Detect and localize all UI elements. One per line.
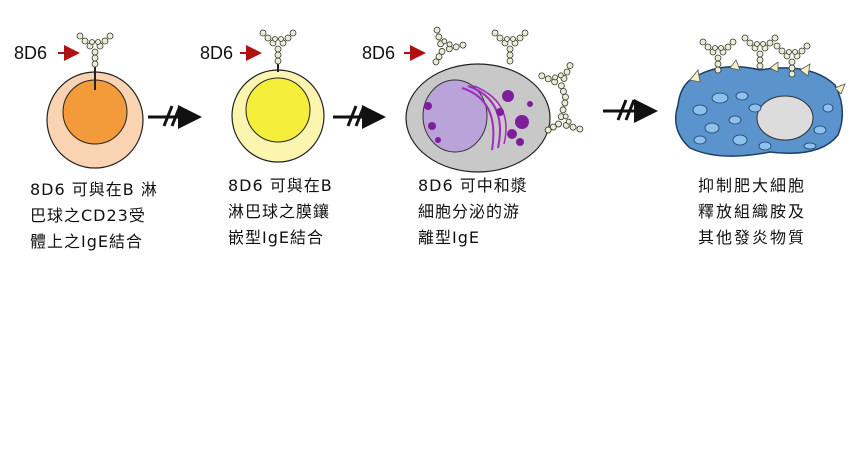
text-line: 淋巴球之膜鑲 [228, 202, 331, 221]
stage-2-description: 8D6 可與在B 淋巴球之膜鑲 嵌型IgE結合 [228, 173, 333, 251]
antibody-icon [741, 34, 779, 70]
text-line: 離型IgE [418, 228, 480, 247]
blocked-arrow-2 [333, 105, 386, 129]
antibody-icon [259, 29, 297, 65]
antibody-icon [76, 32, 114, 68]
text-line: 8D6 可中和漿 [418, 176, 528, 195]
text-line: 細胞分泌的游 [418, 202, 521, 221]
text-line: 抑制肥大細胞 [698, 176, 807, 195]
stage-1-description: 8D6 可與在B 淋 巴球之CD23受 體上之IgE結合 [30, 177, 158, 255]
antibody-label-2: 8D6 [200, 43, 234, 63]
text-line: 其他發炎物質 [698, 228, 807, 247]
b-cell-membrane-ige [231, 29, 325, 163]
text-line: 釋放組織胺及 [698, 202, 807, 221]
stage-4-description: 抑制肥大細胞 釋放組織胺及 其他發炎物質 [698, 173, 806, 251]
blocked-arrow-1 [148, 105, 202, 129]
stage-3-description: 8D6 可中和漿 細胞分泌的游 離型IgE [418, 173, 528, 251]
blocked-arrow-3 [603, 99, 658, 123]
antibody-label-3: 8D6 [362, 43, 396, 63]
text-line: 8D6 可與在B 淋 [30, 180, 158, 199]
text-line: 巴球之CD23受 [30, 206, 146, 225]
antibody-icon [491, 29, 529, 65]
plasma-cell [405, 63, 551, 173]
antibody-label-1: 8D6 [14, 43, 48, 63]
text-line: 體上之IgE結合 [30, 232, 143, 251]
mast-cell [675, 34, 846, 157]
text-line: 嵌型IgE結合 [228, 228, 324, 247]
text-line: 8D6 可與在B [228, 176, 333, 195]
b-cell-cd23 [46, 32, 144, 169]
